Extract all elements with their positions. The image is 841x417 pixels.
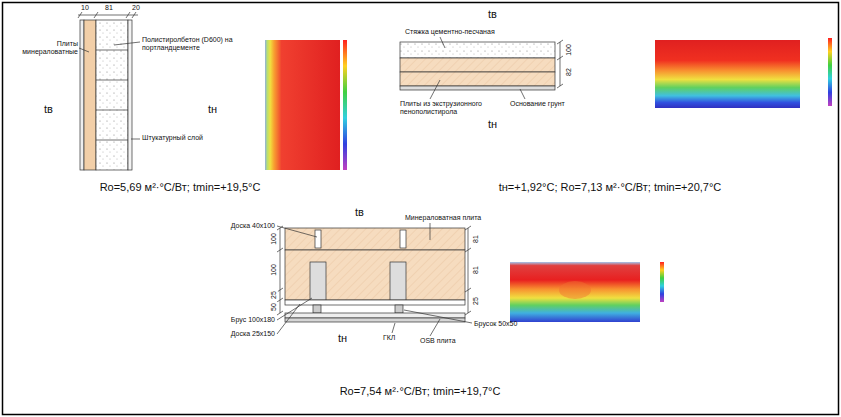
outer-frame [3, 3, 839, 415]
beam [390, 262, 406, 300]
thermal-field [510, 262, 640, 322]
leader-line [114, 42, 140, 45]
material-label: Стяжка цементно-песчаная [405, 28, 535, 36]
xps-layer [400, 58, 555, 72]
temperature-label: tв [44, 103, 64, 116]
block-layer [96, 20, 128, 170]
dimension-tick [557, 40, 563, 44]
material-label: Минераловатная плита [405, 214, 505, 222]
color-scale [660, 262, 664, 302]
plaster-layer [128, 20, 132, 170]
bar [313, 305, 321, 313]
thermal-field [655, 40, 800, 108]
timber-floor-section [277, 223, 472, 336]
dimension-tick [465, 288, 471, 292]
dimension: 81 [103, 4, 115, 12]
board [315, 230, 321, 248]
dimension-tick [277, 248, 283, 252]
material-label: Штукатурный слой [142, 134, 222, 142]
temperature-label: tн [338, 332, 358, 345]
thermal-bridge-spot [559, 281, 591, 299]
leader-line [430, 319, 440, 336]
dimension: 82 [565, 67, 573, 77]
dimension: 50 [270, 302, 278, 312]
block-joint [96, 80, 128, 81]
color-scale [828, 38, 832, 106]
floor-section [400, 37, 563, 99]
leader-line [430, 80, 440, 99]
leader-line [440, 37, 445, 48]
result-caption: Rо=5,69 м²·°С/Вт; tmin=+19,5°С [45, 181, 315, 194]
block-joint [96, 110, 128, 111]
gypsum-layer [285, 318, 465, 322]
plaster-layer [80, 20, 84, 170]
dimension-line [560, 42, 561, 86]
dimension: 25 [270, 290, 278, 300]
material-label: Полистиролбетон (D600) на портландцемент… [142, 36, 234, 52]
screed-layer [400, 42, 555, 58]
material-label: Брус 100х180 [205, 316, 275, 324]
dimension-tick [465, 311, 471, 315]
block-joint [96, 50, 128, 51]
beam [310, 262, 326, 300]
material-label: Доска 25х150 [205, 330, 275, 338]
color-scale [343, 40, 347, 170]
material-label: Основание грунт [510, 100, 590, 108]
dimension-line [468, 228, 469, 313]
leader-line [79, 48, 89, 52]
mineral-wool-layer [285, 250, 465, 300]
leader-line [392, 323, 395, 333]
temperature-label: tн [488, 118, 508, 131]
result-caption: Rо=7,54 м²·°С/Вт; tmin=+19,7°С [250, 385, 590, 398]
leader-line [277, 226, 317, 237]
dimension: 100 [270, 232, 278, 246]
mineral-wool-layer [285, 228, 465, 250]
board-layer [285, 300, 465, 305]
dimension: 20 [130, 4, 142, 12]
material-label: Брусок 50х50 [474, 320, 544, 328]
leader-line [277, 304, 300, 334]
thermal-field [265, 40, 340, 170]
temperature-label: tв [488, 8, 508, 21]
ground-layer [400, 86, 555, 90]
leader-line [520, 89, 525, 99]
result-caption: tн=+1,92°С; Rо=7,13 м²·°С/Вт; tmin=+20,7… [440, 181, 780, 194]
wall-section [78, 12, 140, 170]
dimension: 10 [79, 4, 91, 12]
block-joint [96, 140, 128, 141]
dimension-tick [557, 56, 563, 60]
xps-layer [400, 72, 555, 86]
dimension-tick [465, 248, 471, 252]
dimension-tick [465, 226, 471, 230]
dimension: 25 [472, 296, 480, 306]
temperature-label: tн [208, 103, 228, 116]
board [400, 230, 406, 248]
dimension-tick [557, 84, 563, 88]
osb-layer [285, 313, 465, 318]
dimension-tick [132, 12, 136, 18]
leader-line [404, 310, 472, 323]
material-label: Плиты из экструзионного пенополистирола [400, 100, 505, 116]
dimension-tick [78, 12, 82, 18]
mineral-wool-layer [84, 20, 96, 170]
leader-line [277, 298, 312, 320]
dimension-tick [126, 12, 130, 18]
leader-line [131, 139, 140, 140]
bar [395, 305, 403, 313]
dimension: 81 [472, 234, 480, 244]
material-label: Плиты минераловатные [14, 40, 78, 56]
dimension-tick [94, 12, 98, 18]
leader-line [430, 223, 431, 240]
material-label: OSB плита [420, 337, 480, 345]
temperature-label: tв [355, 206, 375, 219]
dimension: 100 [565, 43, 573, 57]
dimension-line [78, 15, 138, 16]
material-label: Доска 40х100 [205, 222, 275, 230]
dimension: 100 [270, 263, 278, 277]
material-label: ГКЛ [383, 334, 413, 342]
dimension: 81 [472, 265, 480, 275]
